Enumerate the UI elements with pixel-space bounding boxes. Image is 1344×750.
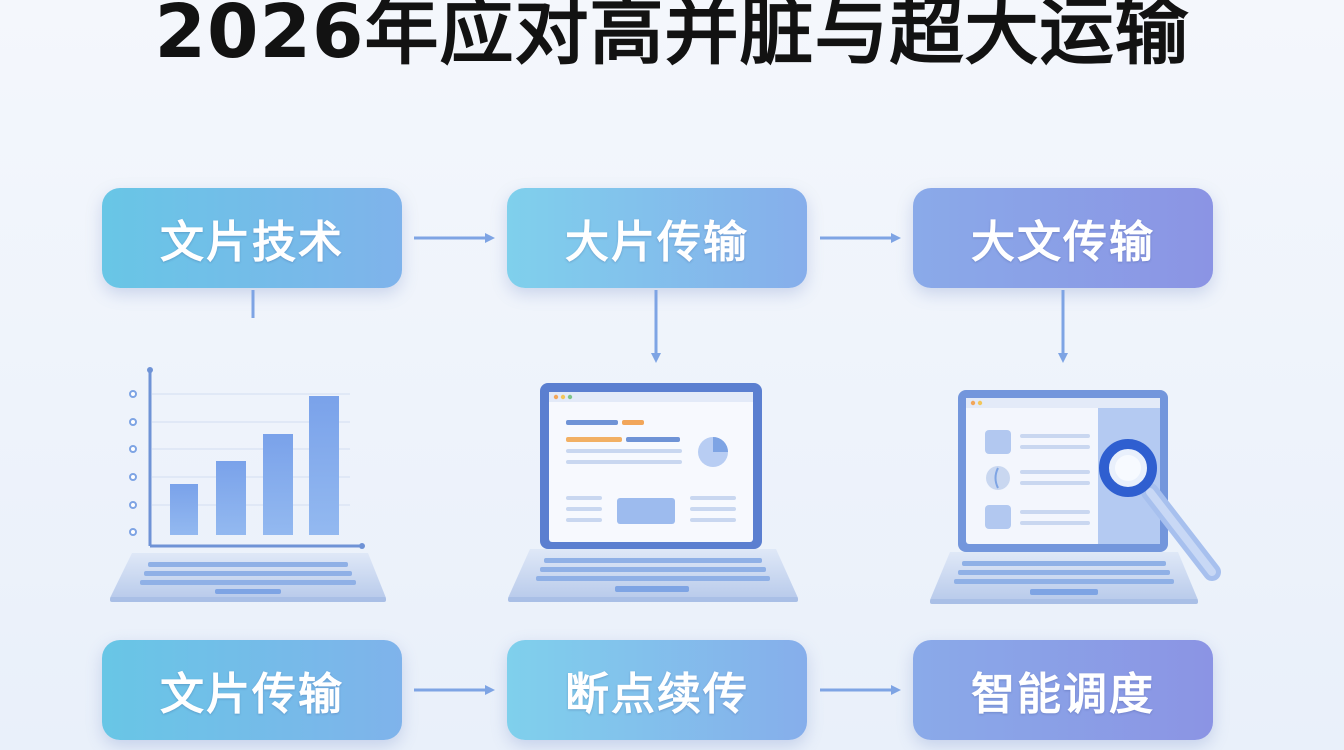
node-bottom-1: 文片传输	[102, 640, 402, 740]
dashboard-laptop-icon	[508, 383, 798, 602]
node-bottom-3: 智能调度	[913, 640, 1213, 740]
node-top-3: 大文传输	[913, 188, 1213, 288]
bar-chart-laptop-icon	[110, 367, 386, 602]
node-top-2: 大片传输	[507, 188, 807, 288]
node-top-1: 文片技术	[102, 188, 402, 288]
page-title: 2026年应对高并脏与超大运输	[154, 0, 1190, 75]
magnifier-laptop-icon	[930, 390, 1221, 604]
node-bottom-2: 断点续传	[507, 640, 807, 740]
